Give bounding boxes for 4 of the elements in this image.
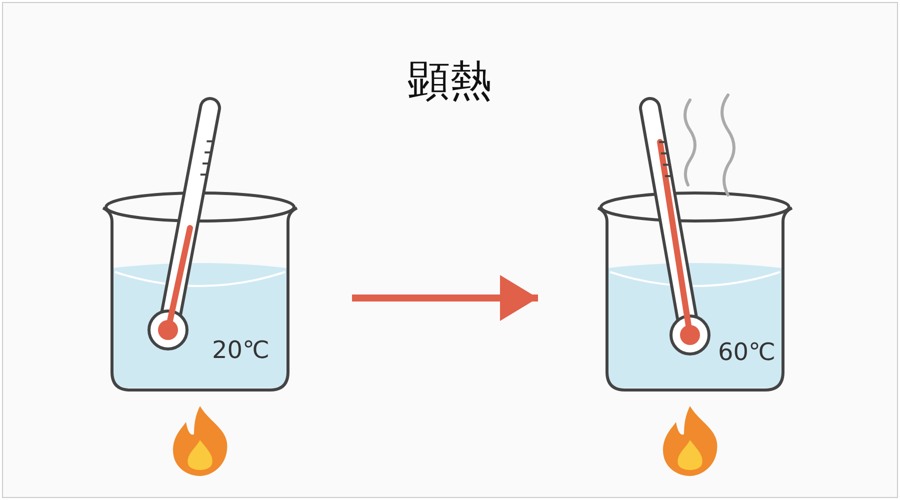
temperature-label: 20℃ [212,338,270,362]
temperature-label: 60℃ [718,340,776,364]
title: 顕熱 [408,60,492,102]
arrow [352,275,538,321]
